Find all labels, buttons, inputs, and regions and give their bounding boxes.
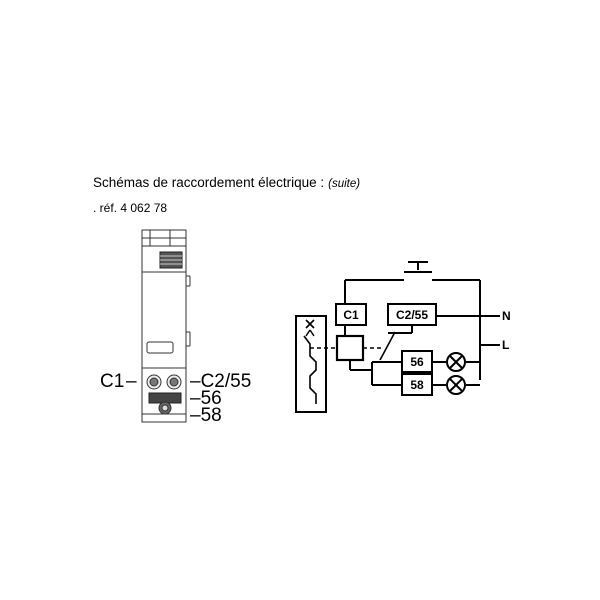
box-c2-55-label: C2/55 (396, 308, 428, 322)
box-58-label: 58 (410, 378, 424, 392)
box-c1-label: C1 (343, 308, 359, 322)
box-56 (401, 350, 433, 373)
wiring-schematic (295, 261, 500, 413)
neutral-label: N (502, 309, 511, 323)
terminal-label-56: –56 (190, 388, 222, 409)
device-body (141, 229, 187, 423)
terminal-label-c2-55: –C2/55 (190, 371, 252, 392)
side-device-frame (295, 315, 327, 413)
box-58 (401, 373, 433, 396)
box-c1 (335, 303, 367, 326)
lamp-58 (446, 375, 466, 395)
box-56-label: 56 (410, 355, 424, 369)
product-reference: . réf. 4 062 78 (93, 201, 168, 215)
lamp-56 (446, 352, 466, 372)
relay-contact (379, 331, 396, 361)
device-window (146, 341, 174, 354)
terminal-dash-c1: – (126, 371, 137, 392)
pushbutton-symbol (404, 261, 432, 273)
section-title-text: Schémas de raccordement électrique : (93, 175, 325, 190)
terminal-label-58: –58 (190, 405, 222, 426)
modular-device (141, 229, 191, 423)
side-device (295, 315, 327, 413)
section-title-suffix: (suite) (328, 178, 361, 190)
section-title: Schémas de raccordement électrique :(sui… (93, 175, 360, 190)
terminal-label-c1: C1 (100, 371, 125, 392)
relay-coil (335, 334, 365, 362)
live-label: L (502, 338, 509, 352)
box-c2-55 (387, 303, 437, 326)
